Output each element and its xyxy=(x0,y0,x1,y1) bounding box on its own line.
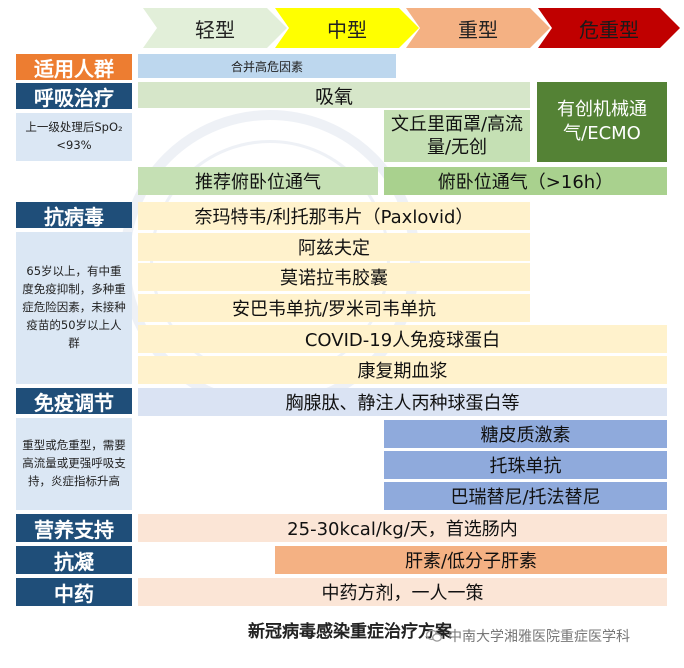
prone-ventilation-long-bar: 俯卧位通气（>16h） xyxy=(384,167,667,195)
antiviral-drug-molnupiravir: 莫诺拉韦胶囊 xyxy=(138,263,530,291)
high-risk-factors-bar: 合并高危因素 xyxy=(138,54,396,78)
oxygen-therapy-bar: 吸氧 xyxy=(138,82,530,108)
immune-thymosin-ivig-bar: 胸腺肽、静注人丙种球蛋白等 xyxy=(138,388,667,416)
antiviral-population-note: 65岁以上，有中重度免疫抑制，多种重症危险因素，未接种疫苗的50岁以上人群 xyxy=(16,232,132,384)
stage-critical-label: 危重型 xyxy=(579,17,639,42)
nutrition-support-bar: 25-30kcal/kg/天，首选肠内 xyxy=(138,514,667,542)
wechat-icon xyxy=(425,629,442,643)
prone-ventilation-recommended-bar: 推荐俯卧位通气 xyxy=(138,167,378,195)
stage-moderate-label: 中型 xyxy=(327,17,367,42)
stage-severe-label: 重型 xyxy=(458,17,498,42)
anticoagulation-bar: 肝素/低分子肝素 xyxy=(275,546,667,574)
tcm-label: 中药 xyxy=(16,578,132,606)
nutrition-support-label: 营养支持 xyxy=(16,514,132,542)
source-label: 中南大学湘雅医院重症医学科 xyxy=(448,629,630,645)
immune-drug-tocilizumab: 托珠单抗 xyxy=(384,451,667,479)
immune-population-note: 重型或危重型，需要高流量或更强呼吸支持，炎症指标升高 xyxy=(16,418,132,510)
anticoagulation-label: 抗凝 xyxy=(16,546,132,574)
stage-severe-arrow: 重型 xyxy=(406,8,550,48)
source-watermark: 中南大学湘雅医院重症医学科 xyxy=(425,626,680,646)
figure-caption: 新冠病毒感染重症治疗方案 xyxy=(248,621,452,642)
applicable-population-label: 适用人群 xyxy=(16,54,132,81)
stage-mild-arrow: 轻型 xyxy=(143,8,287,48)
immune-regulation-label: 免疫调节 xyxy=(16,388,132,415)
antiviral-drug-azvudine: 阿兹夫定 xyxy=(138,233,530,261)
stage-moderate-arrow: 中型 xyxy=(275,8,419,48)
stage-mild-label: 轻型 xyxy=(195,17,235,42)
immune-drug-glucocorticoids: 糖皮质激素 xyxy=(384,420,667,448)
venturi-highflow-bar: 文丘里面罩/高流量/无创 xyxy=(384,110,530,162)
antiviral-drug-immunoglobulin: COVID-19人免疫球蛋白 xyxy=(138,325,667,353)
respiratory-therapy-label: 呼吸治疗 xyxy=(16,83,132,110)
antiviral-drug-convalescent-plasma: 康复期血浆 xyxy=(138,356,667,384)
immune-drug-baricitinib-tofacitinib: 巴瑞替尼/托法替尼 xyxy=(384,482,667,510)
stage-critical-arrow: 危重型 xyxy=(538,8,680,48)
antiviral-drug-monoclonal-antibodies: 安巴韦单抗/罗米司韦单抗 xyxy=(138,294,530,322)
mechanical-ventilation-ecmo-bar: 有创机械通气/ECMO xyxy=(537,82,667,162)
tcm-bar: 中药方剂，一人一策 xyxy=(138,578,667,606)
antiviral-label: 抗病毒 xyxy=(16,202,132,229)
respiratory-note: 上一级处理后SpO₂ <93% xyxy=(16,113,132,161)
antiviral-drug-paxlovid: 奈玛特韦/利托那韦片（Paxlovid） xyxy=(138,202,530,230)
